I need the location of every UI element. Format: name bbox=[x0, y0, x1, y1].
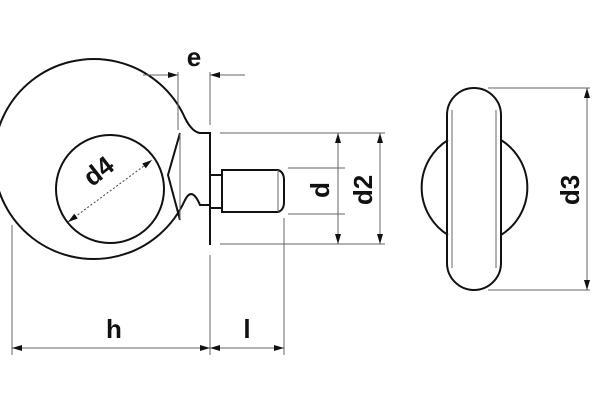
dimension-lines bbox=[12, 72, 590, 351]
edge-view bbox=[420, 87, 529, 291]
eye-outer-contour bbox=[0, 58, 211, 260]
ring-edge bbox=[446, 87, 502, 291]
collar-right-arc bbox=[500, 139, 529, 236]
eye-inner-hole bbox=[55, 134, 165, 244]
label-l: l bbox=[243, 314, 250, 344]
label-d2: d2 bbox=[348, 175, 378, 205]
label-d4: d4 bbox=[77, 149, 120, 192]
d4-dimension-line bbox=[67, 159, 153, 223]
collar-left-arc bbox=[420, 139, 449, 236]
collar-wedge bbox=[166, 132, 181, 221]
label-d: d bbox=[305, 182, 335, 198]
label-h: h bbox=[106, 314, 122, 344]
side-view bbox=[0, 58, 285, 260]
label-e: e bbox=[187, 42, 201, 72]
label-d3: d3 bbox=[555, 175, 585, 205]
thread-body bbox=[221, 169, 285, 213]
thread-neck bbox=[210, 174, 223, 209]
extension-lines bbox=[11, 72, 590, 355]
